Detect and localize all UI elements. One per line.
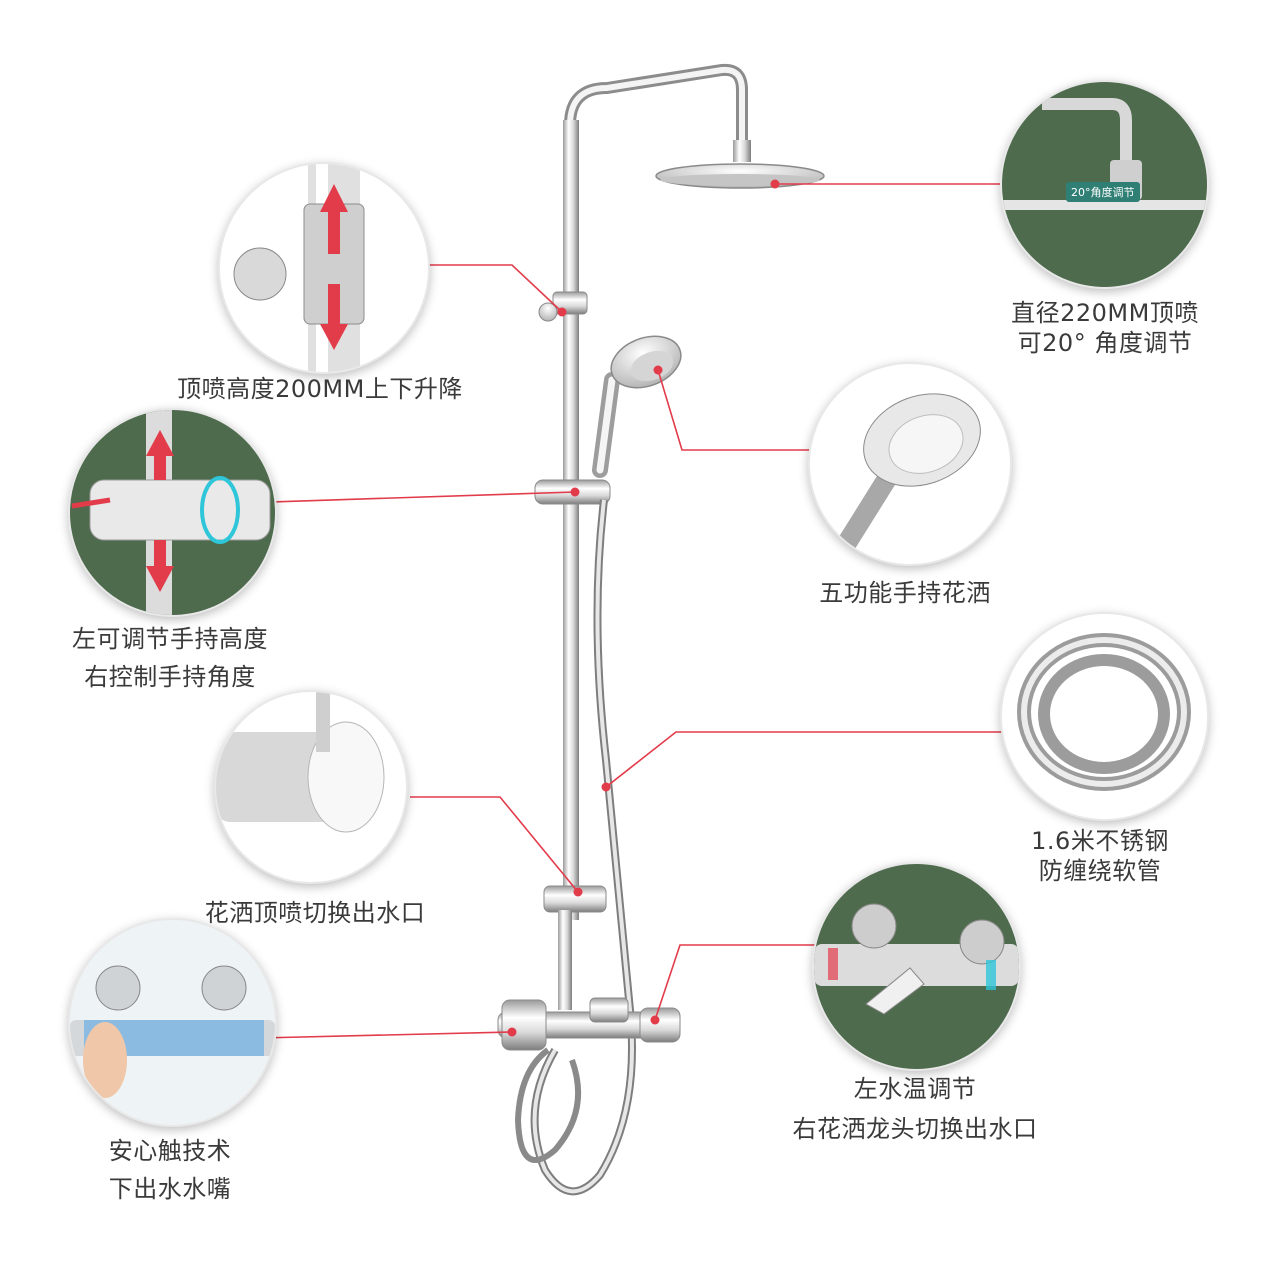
hose bbox=[530, 499, 636, 1196]
label-rain-head-2: 可20° 角度调节 bbox=[1017, 329, 1193, 357]
height-arrows-icon bbox=[233, 164, 365, 372]
detail-circle-hand-shower bbox=[808, 362, 1012, 566]
detail-circle-diverter bbox=[214, 690, 408, 884]
detail-circle-thermostat bbox=[812, 862, 1021, 1071]
detail-circle-hose bbox=[1000, 612, 1209, 821]
label-thermostat-1: 左水温调节 bbox=[853, 1075, 977, 1103]
riser-pipe bbox=[563, 300, 579, 920]
label-rain-head-1: 直径220MM顶喷 bbox=[1011, 299, 1199, 327]
label-thermostat-2: 右花洒龙头切换出水口 bbox=[792, 1115, 1038, 1143]
label-head-height: 顶喷高度200MM上下升降 bbox=[177, 375, 463, 403]
label-hand-slider-1: 左可调节手持高度 bbox=[72, 625, 268, 653]
label-diverter: 花洒顶喷切换出水口 bbox=[204, 899, 426, 927]
detail-circle-rain-head: 20°角度调节 bbox=[1000, 80, 1209, 289]
label-touch-1: 安心触技术 bbox=[108, 1137, 232, 1165]
label-hose-2: 防缠绕软管 bbox=[1038, 857, 1162, 885]
detail-circle-head-height bbox=[218, 162, 430, 374]
label-hand-slider-2: 右控制手持角度 bbox=[84, 663, 256, 691]
diverter bbox=[543, 885, 607, 913]
callout-lines bbox=[239, 183, 1012, 1039]
label-hose-1: 1.6米不锈钢 bbox=[1031, 827, 1169, 855]
detail-circle-slider bbox=[68, 408, 277, 617]
label-touch-2: 下出水水嘴 bbox=[108, 1175, 232, 1203]
angle-badge: 20°角度调节 bbox=[1066, 182, 1140, 202]
callout-dots bbox=[507, 179, 780, 1037]
label-hand-shower: 五功能手持花洒 bbox=[819, 579, 991, 607]
detail-circle-touch bbox=[68, 918, 277, 1127]
